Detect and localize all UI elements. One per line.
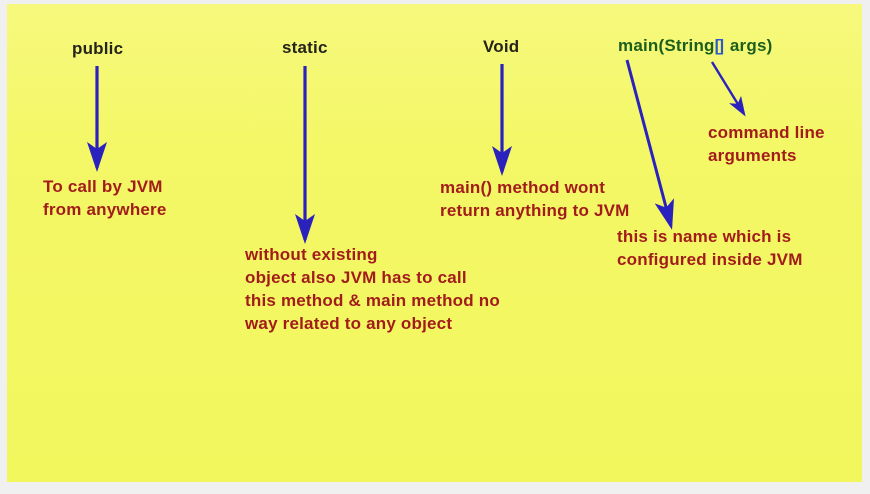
main-label-post: args) [724, 36, 773, 55]
main-label-pre: main(String [618, 36, 715, 55]
main-name-annotation-text: this is name which is configured inside … [617, 227, 803, 269]
static-annotation-text: without existing object also JVM has to … [245, 245, 500, 333]
public-annotation-text: To call by JVM from anywhere [43, 177, 167, 219]
keyword-main-signature-label: main(String[] args) [618, 36, 772, 56]
array-brackets: [] [714, 36, 724, 55]
command-line-arguments-annotation-text: command line arguments [708, 123, 825, 165]
void-annotation-text: main() method wont return anything to JV… [440, 178, 630, 220]
keyword-static-label: static [282, 38, 328, 57]
keyword-void-label: Void [483, 37, 520, 56]
keyword-public-label: public [72, 39, 124, 58]
